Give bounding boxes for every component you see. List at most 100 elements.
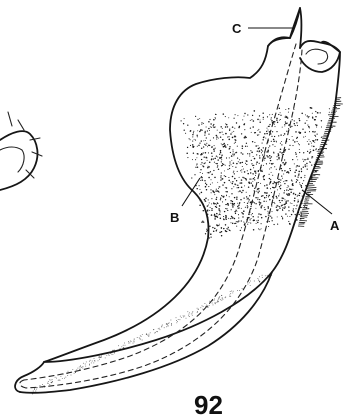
stipple-dot [283, 204, 284, 205]
figure-number: 92 [194, 390, 223, 419]
stipple-dot [218, 138, 219, 139]
stipple-dot [235, 167, 236, 168]
stipple-dot [304, 164, 305, 165]
stipple-dot [259, 157, 260, 158]
stipple-dot [231, 155, 233, 157]
stipple-dot [296, 156, 297, 157]
stipple-dot [221, 178, 222, 179]
stipple-dot [252, 216, 253, 217]
stipple-dot [303, 180, 304, 181]
stipple-dot [288, 200, 289, 201]
stipple-dot [290, 170, 291, 171]
stipple-dot [221, 155, 222, 156]
stipple-dot [234, 178, 236, 180]
stipple-dot [204, 144, 205, 145]
stipple-dot [238, 220, 239, 221]
stipple-dot [217, 190, 219, 192]
stipple-dot [77, 368, 78, 369]
stipple-dot [280, 143, 281, 144]
stipple-dot [271, 156, 272, 157]
stipple-dot [247, 170, 248, 171]
stipple-dot [269, 216, 270, 217]
stipple-dot [216, 135, 217, 136]
stipple-dot [295, 175, 297, 177]
stipple-dot [56, 378, 57, 379]
stipple-dot [284, 190, 285, 191]
stipple-dot [284, 183, 285, 184]
stipple-dot [257, 188, 258, 189]
stipple-dot [205, 144, 206, 145]
stipple-dot [234, 197, 235, 198]
stipple-dot [258, 191, 259, 192]
stipple-dot [305, 123, 306, 124]
stipple-dot [230, 296, 231, 297]
stipple-dot [321, 136, 322, 137]
stipple-dot [55, 377, 56, 378]
stipple-dot [207, 172, 208, 173]
stipple-dot [233, 131, 234, 132]
stipple-dot [94, 358, 95, 359]
stipple-dot [236, 226, 237, 227]
stipple-dot [230, 133, 232, 135]
stipple-dot [274, 124, 275, 125]
stipple-dot [203, 306, 204, 307]
stipple-dot [304, 159, 305, 160]
stipple-dot [313, 146, 315, 148]
stipple-dot [309, 127, 310, 128]
stipple-dot [85, 364, 86, 365]
stipple-dot [271, 120, 273, 122]
stipple-dot [211, 192, 212, 193]
stipple-dot [241, 182, 243, 184]
stipple-dot [206, 184, 207, 185]
stipple-dot [227, 229, 228, 230]
stipple-dot [254, 177, 255, 178]
stipple-dot [197, 153, 198, 154]
partial-structure-inner [0, 147, 24, 172]
stipple-dot [217, 300, 218, 301]
stipple-dot [259, 115, 260, 116]
stipple-dot [264, 197, 266, 199]
stipple-dot [159, 328, 160, 329]
stipple-dot [264, 153, 265, 154]
stipple-dot [76, 369, 77, 370]
head-lobe-left [268, 38, 290, 46]
stipple-dot [312, 140, 313, 141]
stipple-dot [195, 159, 196, 160]
stipple-dot [193, 131, 194, 132]
stipple-dot [280, 112, 281, 113]
stipple-dot [232, 126, 234, 128]
stipple-dot [305, 166, 306, 167]
stipple-dot [321, 120, 322, 121]
stipple-dot [310, 141, 311, 142]
stipple-dot [313, 141, 314, 142]
stipple-dot [220, 218, 222, 220]
stipple-dot [256, 161, 258, 163]
stipple-dot [197, 166, 198, 167]
stipple-dot [211, 214, 213, 216]
stipple-dot [231, 222, 232, 223]
stipple-dot [99, 359, 100, 360]
stipple-dot [242, 166, 243, 167]
stipple-dot [216, 204, 217, 205]
stipple-dot [201, 222, 202, 223]
stipple-dot [206, 143, 207, 144]
stipple-dot [234, 211, 236, 213]
stipple-dot [235, 223, 236, 224]
stipple-dot [296, 205, 297, 206]
stipple-dot [292, 145, 293, 146]
stipple-dot [211, 158, 212, 159]
stipple-dot [228, 117, 229, 118]
stipple-dot [220, 176, 221, 177]
stipple-dot [168, 325, 169, 326]
stipple-dot [315, 124, 316, 125]
stipple-dot [211, 208, 212, 209]
stipple-dot [220, 299, 221, 300]
stipple-dot [269, 178, 270, 179]
stipple-dot [232, 223, 233, 224]
stipple-dot [264, 136, 265, 137]
stipple-dot [232, 166, 233, 167]
stipple-dot [118, 345, 119, 346]
stipple-dot [266, 195, 267, 196]
stipple-dot [192, 134, 193, 135]
stipple-dot [225, 116, 226, 117]
